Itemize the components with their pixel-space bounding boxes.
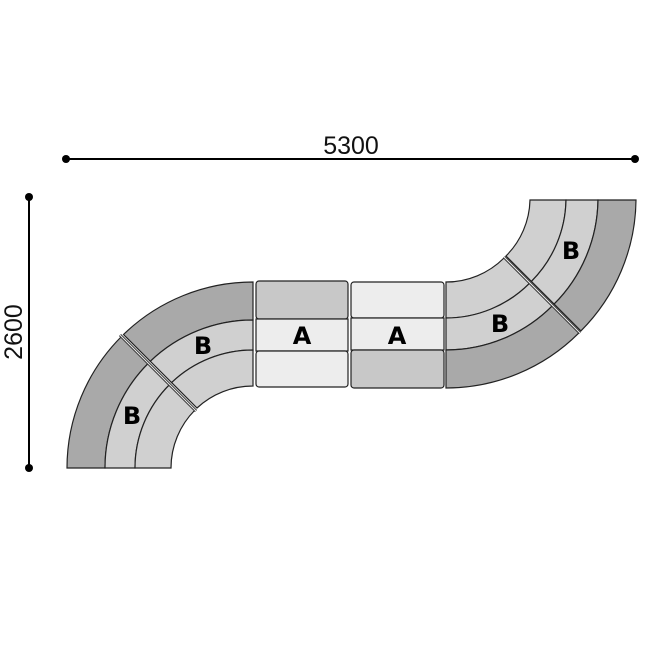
module-label: A [293, 322, 312, 350]
module-label: B [194, 332, 212, 360]
module-straight-2[interactable]: A [350, 281, 445, 389]
module-label: B [491, 310, 509, 338]
width-label: 5300 [323, 132, 379, 160]
height-label: 2600 [0, 304, 28, 360]
module-right-lower-curve[interactable]: B [445, 257, 580, 389]
module-right-upper-curve[interactable]: B [505, 199, 637, 332]
width-dimension: 5300 [62, 132, 639, 163]
module-straight-1[interactable]: A [255, 280, 349, 388]
module-left-lower-curve[interactable]: B [66, 335, 196, 469]
height-dimension: 2600 [0, 193, 33, 472]
module-label: B [123, 402, 141, 430]
module-label: B [562, 237, 580, 265]
module-label: A [388, 322, 407, 350]
module-left-upper-curve[interactable]: B [122, 281, 254, 409]
seam-divider-highlight [503, 256, 581, 334]
seam-divider-highlight [119, 334, 197, 412]
